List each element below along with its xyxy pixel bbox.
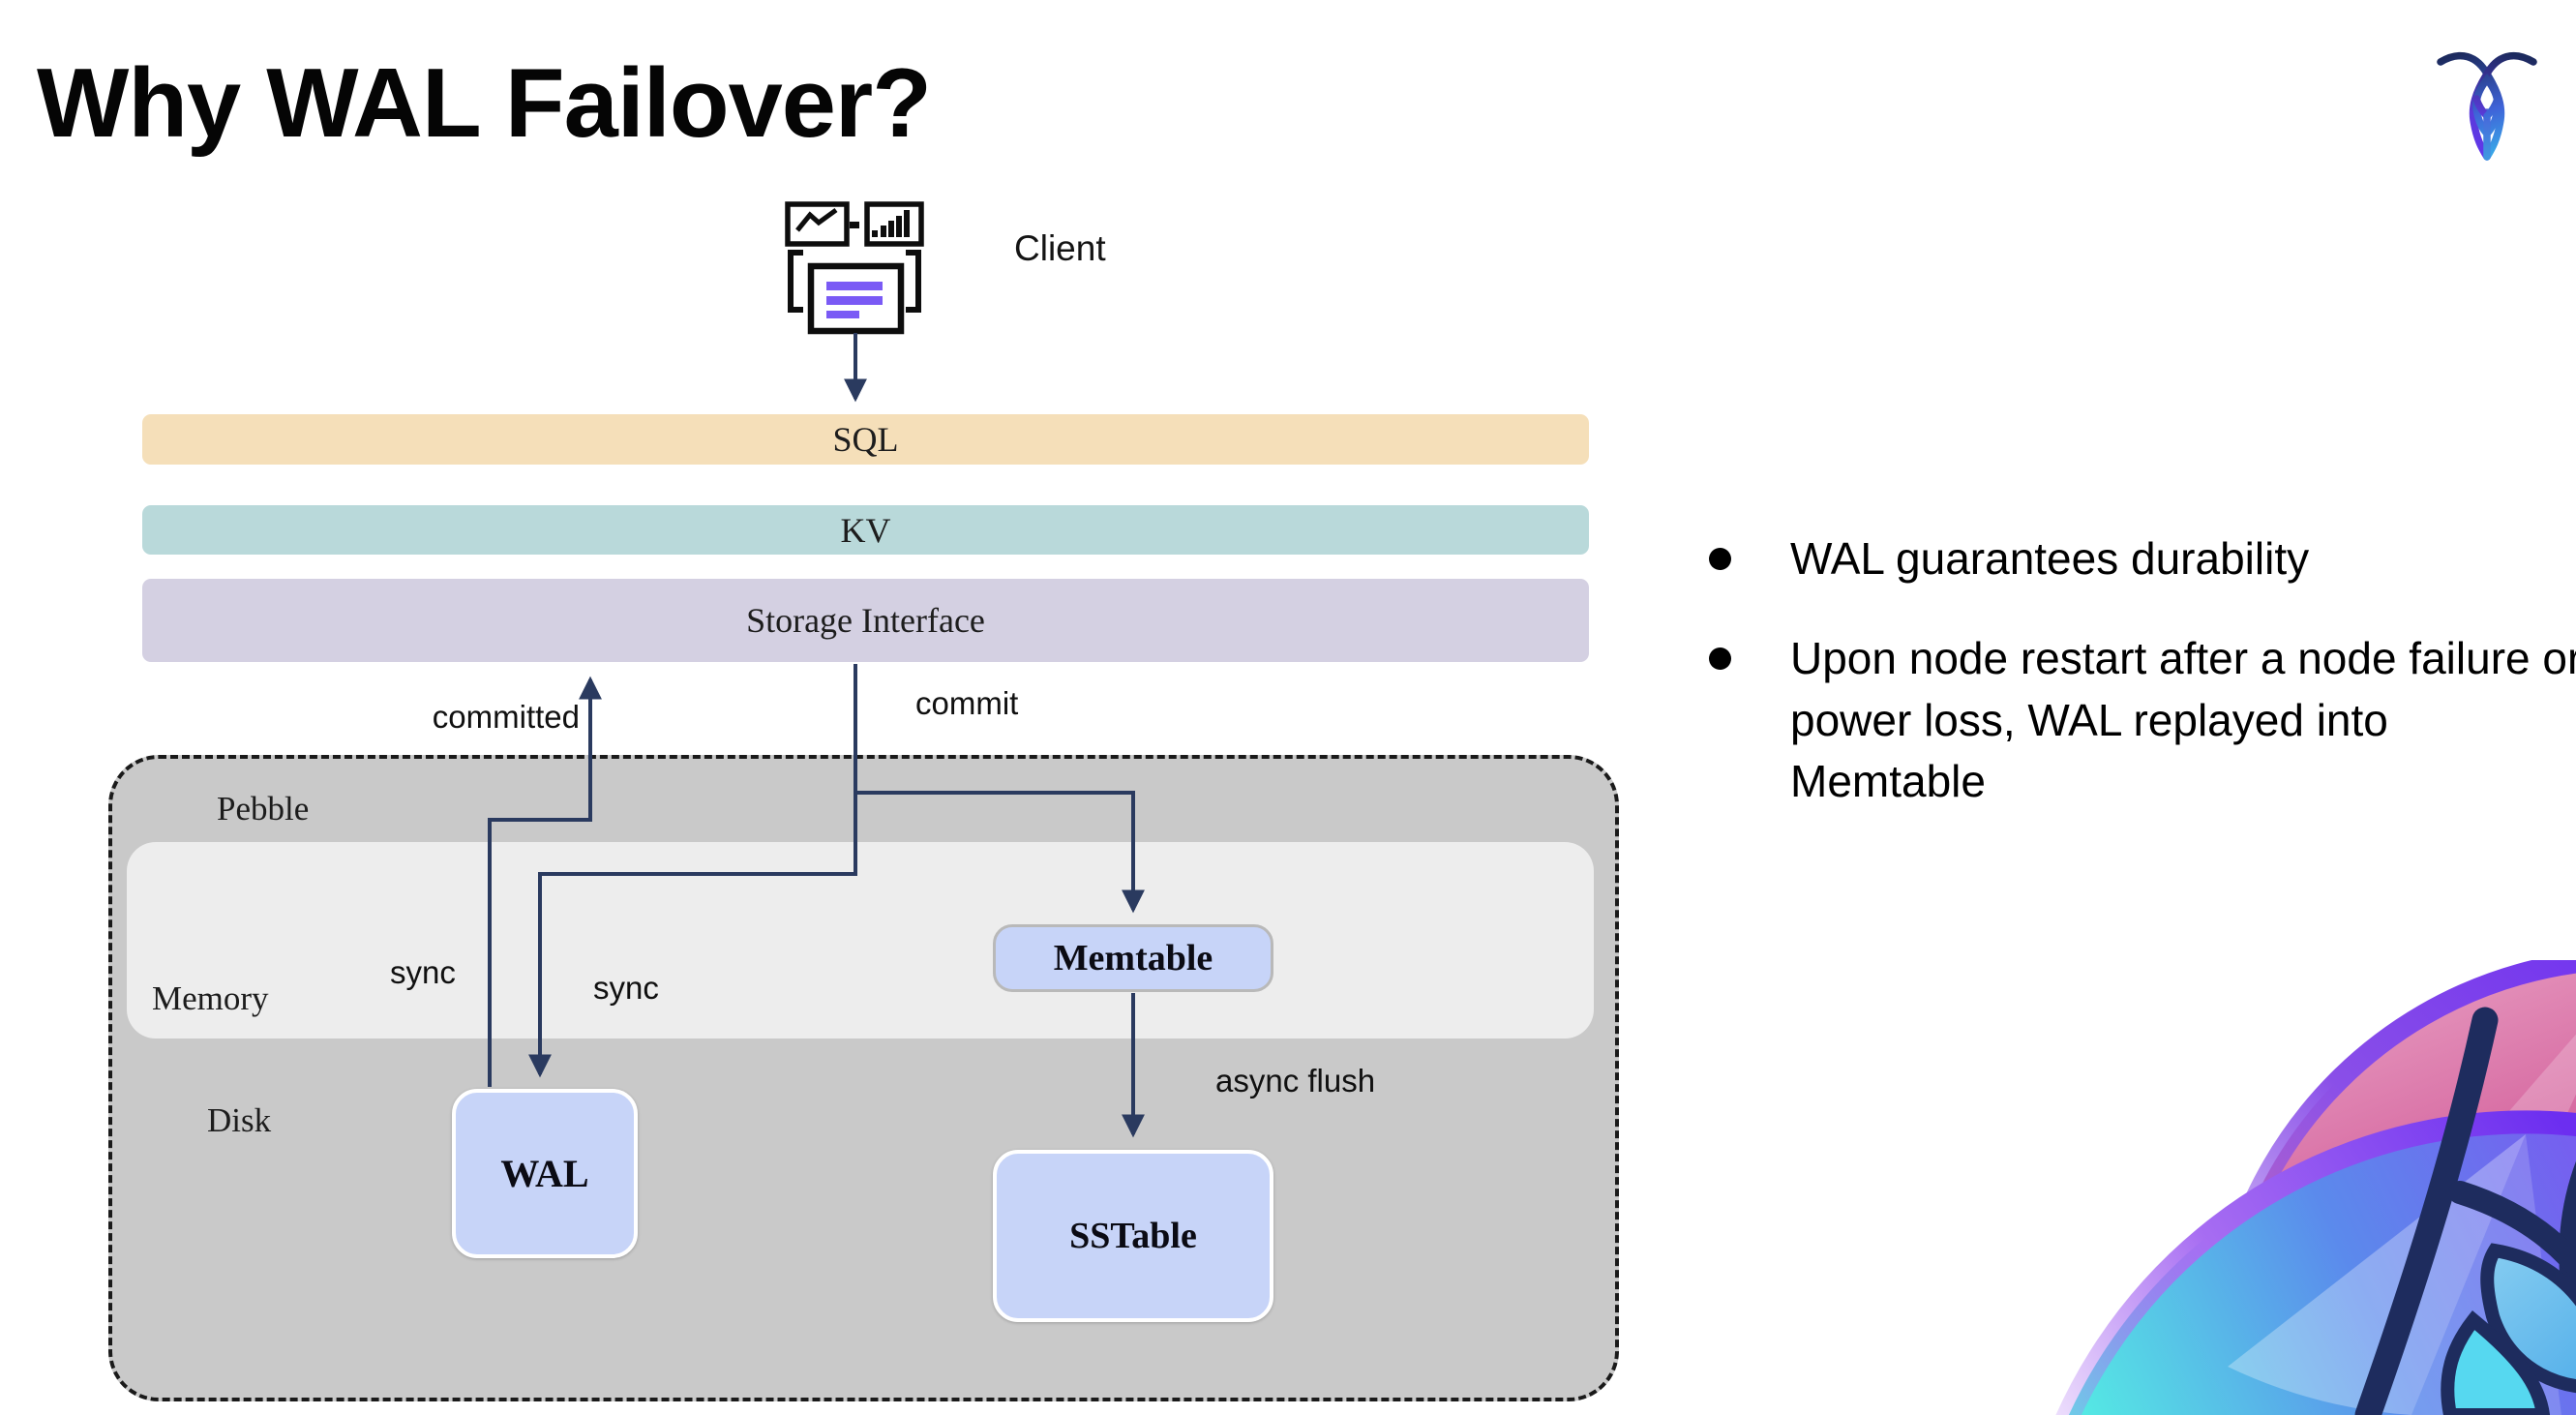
memory-region (127, 842, 1594, 1039)
edge-label-async-flush: async flush (1215, 1063, 1376, 1099)
edge-label-committed: committed (432, 699, 580, 735)
dash-connector (850, 222, 859, 228)
page-title: Why WAL Failover? (37, 49, 932, 158)
node-sstable-label: SSTable (1069, 1216, 1197, 1256)
left-bracket (788, 250, 803, 313)
layer-label-storage-interface: Storage Interface (746, 601, 985, 640)
edge-label-sync-left: sync (390, 954, 456, 990)
edge-label-commit: commit (915, 685, 1019, 721)
client-icon (785, 201, 924, 335)
bar-chart-icon (864, 201, 924, 247)
bullet-list: WAL guarantees durability Upon node rest… (1695, 528, 2576, 852)
layer-bar-sql: SQL (142, 414, 1589, 465)
node-sstable: SSTable (993, 1150, 1273, 1322)
bullet-item: WAL guarantees durability (1695, 528, 2576, 589)
node-wal: WAL (452, 1089, 638, 1258)
cockroachdb-logo-icon (2437, 51, 2537, 161)
bullet-item: Upon node restart after a node failure o… (1695, 628, 2576, 812)
memory-label: Memory (152, 979, 269, 1017)
layer-label-kv: KV (840, 510, 891, 550)
layer-bar-kv: KV (142, 505, 1589, 555)
layer-bar-storage-interface: Storage Interface (142, 579, 1589, 662)
node-memtable-label: Memtable (1053, 938, 1213, 978)
node-wal-label: WAL (500, 1152, 589, 1195)
line-chart-icon (785, 201, 850, 247)
pebble-label: Pebble (217, 790, 310, 828)
disk-label: Disk (207, 1101, 272, 1139)
right-bracket (906, 250, 921, 313)
layer-label-sql: SQL (832, 420, 899, 459)
brand-artwork (2055, 960, 2576, 1415)
client-label: Client (1014, 228, 1106, 268)
edge-label-sync-right: sync (593, 970, 659, 1006)
node-memtable: Memtable (993, 924, 1273, 992)
document-icon (807, 262, 905, 335)
